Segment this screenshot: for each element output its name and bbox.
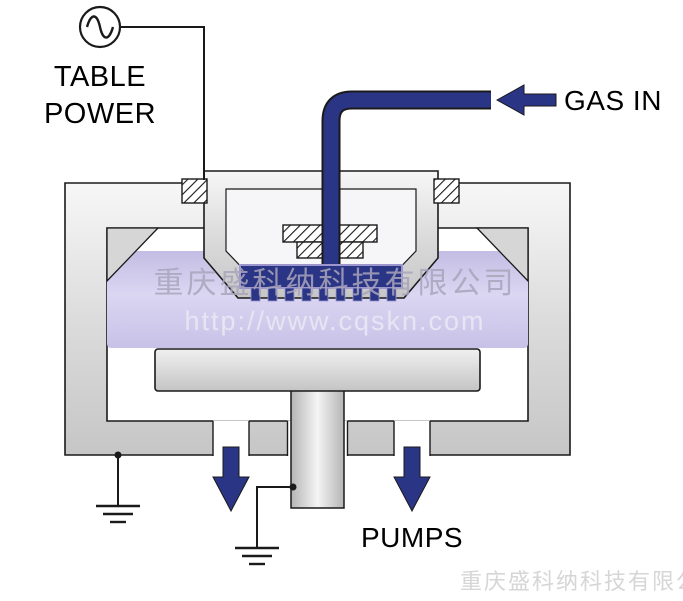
showerhead-teeth bbox=[250, 287, 397, 302]
pumps-label: PUMPS bbox=[361, 522, 463, 553]
watermark-line1: 重庆盛科纳科技有限公司 bbox=[154, 267, 517, 300]
table-power-label-line1: TABLE bbox=[54, 61, 146, 93]
watermark-corner: 重庆盛科纳科技有限公司 bbox=[460, 569, 683, 594]
gas-pipe bbox=[321, 90, 491, 272]
gas-in-arrow-icon bbox=[495, 84, 557, 116]
watermark-line2: http://www.cqskn.com bbox=[184, 306, 485, 336]
ground-left bbox=[96, 451, 140, 524]
gas-in-label: GAS IN bbox=[564, 85, 662, 116]
wafer-table bbox=[154, 348, 481, 392]
sine-wave-icon bbox=[85, 15, 115, 39]
lid-seal-left-icon bbox=[181, 178, 208, 204]
ac-power-source-icon bbox=[78, 5, 122, 49]
earth-ground-icon-left bbox=[96, 504, 140, 524]
chamber-chamfer-right bbox=[475, 227, 529, 283]
pump-arrow-right-icon bbox=[393, 446, 431, 513]
table-power-label-line2: POWER bbox=[44, 98, 156, 130]
ground-center bbox=[235, 483, 297, 566]
table-stem bbox=[290, 388, 345, 509]
earth-ground-icon-center bbox=[235, 546, 279, 566]
showerhead-electrode bbox=[239, 264, 403, 302]
power-wire bbox=[120, 26, 205, 180]
pump-arrow-left-icon bbox=[212, 446, 250, 513]
chamber-chamfer-left bbox=[106, 227, 160, 283]
lid-seal-right-icon bbox=[433, 178, 460, 204]
